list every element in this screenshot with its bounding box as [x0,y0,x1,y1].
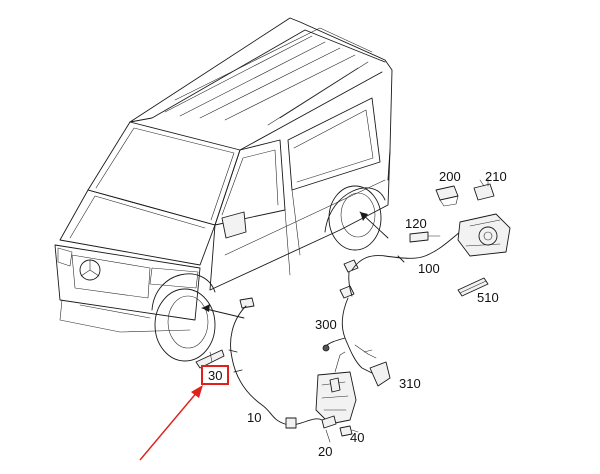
main-cable-100 [343,231,461,297]
wheel-knuckle [315,351,359,443]
part-label-120[interactable]: 120 [405,216,427,231]
part-label-20[interactable]: 20 [318,444,333,459]
part-label-40[interactable]: 40 [350,430,365,445]
module-parts [409,177,511,257]
part-label-100[interactable]: 100 [418,261,440,276]
part-510-sleeve [457,277,489,297]
part-label-510[interactable]: 510 [477,290,499,305]
van-illustration [54,17,393,362]
rear-sensor-cable [322,285,391,387]
part-label-200[interactable]: 200 [439,169,461,184]
part-label-10[interactable]: 10 [247,410,262,425]
part-label-210[interactable]: 210 [485,169,507,184]
part-label-310[interactable]: 310 [399,376,421,391]
part-label-30-highlighted[interactable]: 30 [201,365,230,385]
highlight-arrow [139,385,203,461]
front-sensor-cable [195,297,323,429]
part-label-300[interactable]: 300 [315,317,337,332]
leader-arrows [201,211,389,319]
